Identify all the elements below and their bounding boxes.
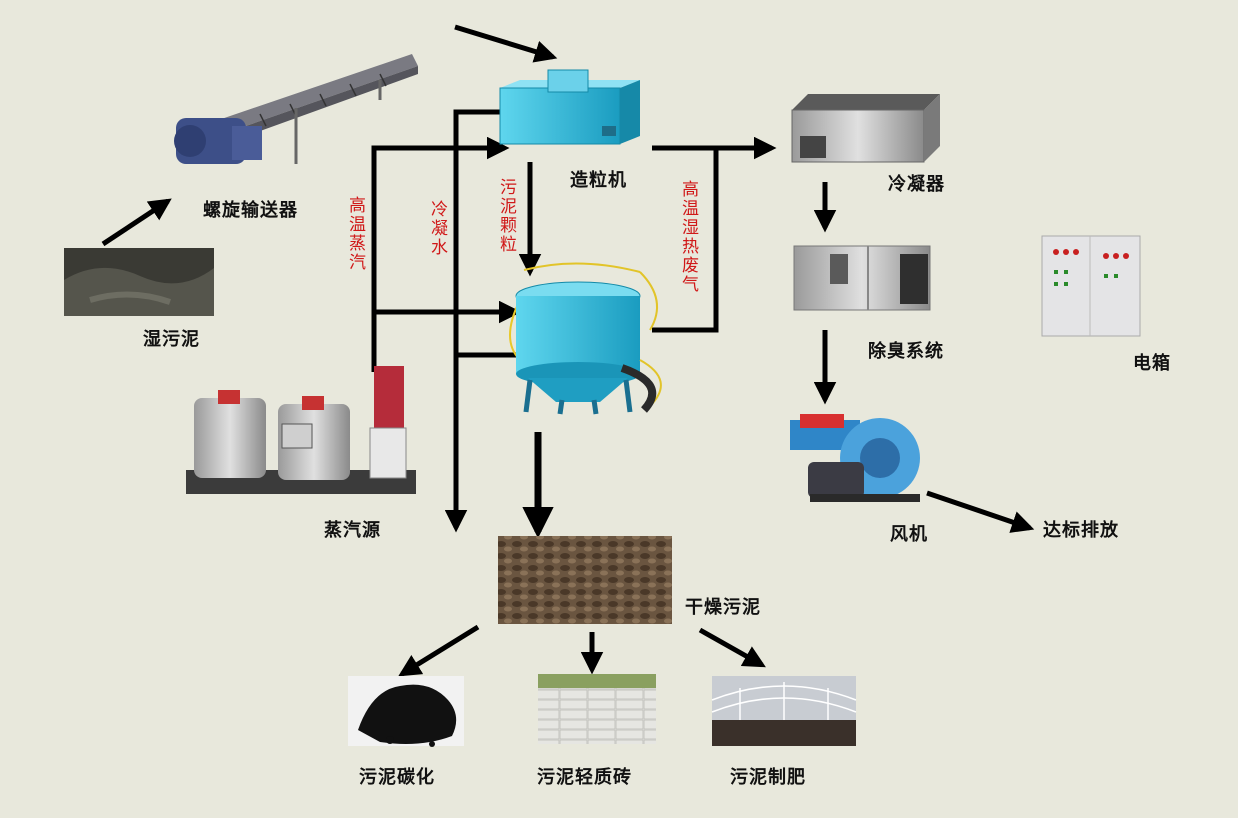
- label-discharge: 达标排放: [1043, 520, 1119, 541]
- screw-conveyor-image: [174, 54, 418, 164]
- label-granulator: 造粒机: [570, 170, 627, 191]
- carbonization-image: [348, 676, 464, 747]
- label-carbonization: 污泥碳化: [359, 767, 435, 788]
- dryer-image: [509, 262, 662, 415]
- arrow-to-fertilizer: [698, 627, 766, 668]
- granulator-image: [499, 69, 640, 145]
- flow-label-hot-humid-exhaust: 高温湿热废气: [678, 180, 698, 294]
- arrow-fan-discharge: [926, 490, 1035, 533]
- condensate-line: [444, 109, 500, 533]
- flow-label-high-temp-steam: 高温蒸汽: [345, 196, 365, 272]
- flow-label-condensate-water: 冷凝水: [427, 200, 447, 257]
- label-deodorization: 除臭系统: [868, 341, 944, 362]
- flow-arrows: [101, 24, 1035, 677]
- deodorization-image: [793, 245, 931, 311]
- exhaust-line: [652, 136, 777, 333]
- fertilizer-image: [711, 676, 857, 746]
- condenser-image: [791, 94, 940, 163]
- electric-box-image: [1041, 235, 1141, 337]
- fan-image: [790, 414, 920, 502]
- arrow-wet-to-conveyor: [101, 198, 172, 247]
- arrow-to-granulator: [454, 24, 558, 63]
- label-dried-sludge: 干燥污泥: [685, 597, 761, 618]
- label-condenser: 冷凝器: [888, 174, 945, 195]
- flow-label-sludge-granules: 污泥颗粒: [496, 178, 516, 254]
- label-wet-sludge: 湿污泥: [143, 329, 200, 350]
- dried-sludge-image: [498, 536, 672, 624]
- label-light-brick: 污泥轻质砖: [537, 767, 632, 788]
- steam-line: [371, 136, 510, 372]
- wet-sludge-image: [64, 248, 214, 316]
- label-steam-source: 蒸汽源: [324, 520, 381, 541]
- label-fan: 风机: [890, 524, 928, 545]
- arrow-to-carbonization: [398, 624, 480, 677]
- label-fertilizer: 污泥制肥: [730, 767, 806, 788]
- label-screw-conveyor: 螺旋输送器: [203, 200, 298, 221]
- steam-source-image: [186, 366, 416, 494]
- light-brick-image: [538, 674, 656, 744]
- label-electric-box: 电箱: [1133, 353, 1171, 374]
